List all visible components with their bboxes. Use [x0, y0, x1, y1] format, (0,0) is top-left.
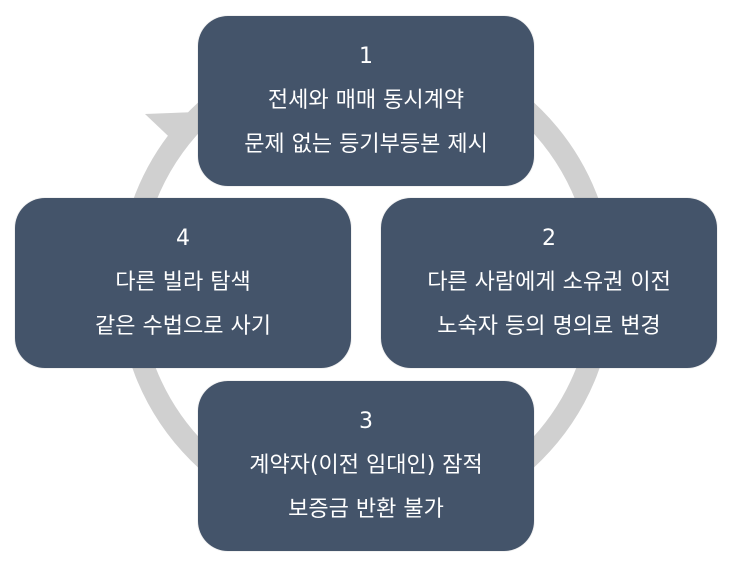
- step-3-line-1: 계약자(이전 임대인) 잠적: [249, 453, 483, 478]
- step-3-number: 3: [359, 409, 373, 434]
- step-3-line-2: 보증금 반환 불가: [288, 497, 444, 522]
- cycle-arrowhead-icon: [145, 112, 196, 150]
- step-4-line-1: 다른 빌라 탐색: [115, 270, 251, 295]
- step-2-number: 2: [542, 226, 556, 251]
- step-1-number: 1: [359, 44, 373, 69]
- step-1-line-1: 전세와 매매 동시계약: [267, 88, 465, 113]
- step-1-line-2: 문제 없는 등기부등본 제시: [244, 132, 488, 157]
- step-3-box: 3 계약자(이전 임대인) 잠적 보증금 반환 불가: [198, 381, 534, 551]
- step-1-box: 1 전세와 매매 동시계약 문제 없는 등기부등본 제시: [198, 16, 534, 186]
- step-2-box: 2 다른 사람에게 소유권 이전 노숙자 등의 명의로 변경: [381, 198, 717, 368]
- step-2-line-1: 다른 사람에게 소유권 이전: [427, 270, 671, 295]
- step-4-number: 4: [176, 226, 190, 251]
- step-4-box: 4 다른 빌라 탐색 같은 수법으로 사기: [15, 198, 351, 368]
- step-2-line-2: 노숙자 등의 명의로 변경: [437, 314, 661, 339]
- step-4-line-2: 같은 수법으로 사기: [95, 314, 271, 339]
